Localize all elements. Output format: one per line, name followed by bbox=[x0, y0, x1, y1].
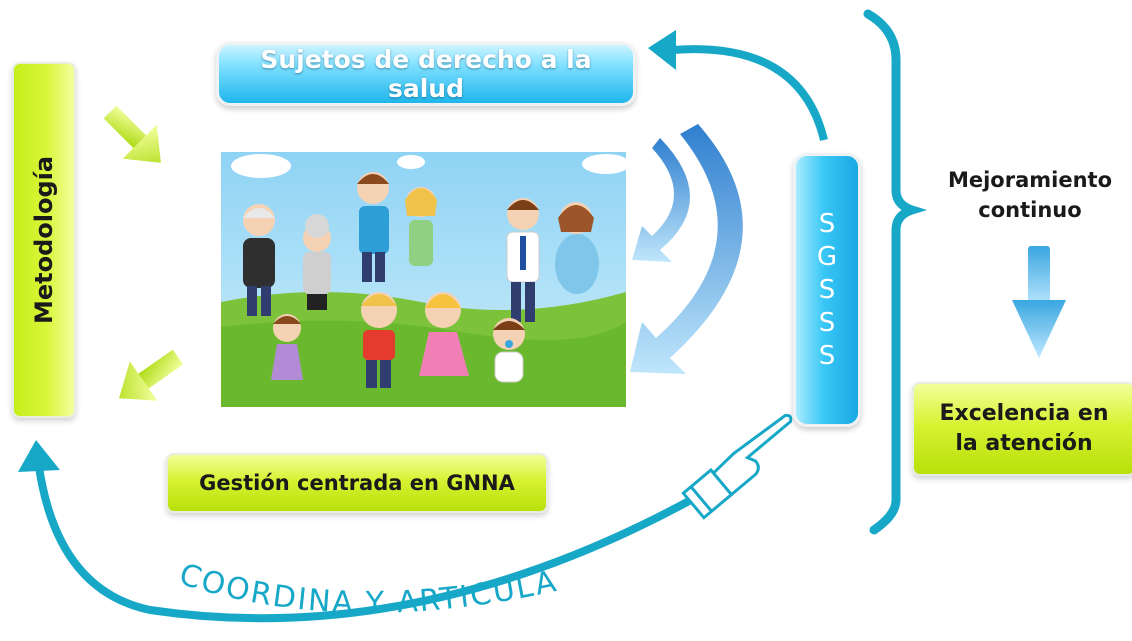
sujetos-label: Sujetos de derecho a la salud bbox=[260, 45, 592, 103]
curved-arrow-bottom bbox=[34, 459, 702, 623]
sgsss-letter: S bbox=[818, 274, 836, 305]
person-man-blue bbox=[357, 172, 389, 282]
coordina-label: COORDINA Y ARTICULA bbox=[175, 557, 561, 621]
metodologia-label: Metodología bbox=[30, 155, 59, 325]
mejoramiento-line1: Mejoramiento bbox=[947, 168, 1113, 192]
person-girl-purple bbox=[271, 314, 303, 380]
mejoramiento-label: Mejoramiento continuo bbox=[930, 165, 1130, 225]
person-boy-red bbox=[361, 292, 397, 388]
sgsss-letter: S bbox=[818, 307, 836, 338]
green-arrow-top bbox=[103, 105, 161, 163]
mejoramiento-line2: continuo bbox=[978, 198, 1082, 222]
person-grandmother bbox=[303, 214, 331, 310]
curved-arrow-top bbox=[671, 45, 828, 141]
sujetos-box: Sujetos de derecho a la salud bbox=[216, 42, 636, 106]
person-doctor bbox=[506, 198, 540, 322]
excelencia-line2: la atención bbox=[955, 431, 1093, 456]
green-arrow-bottom bbox=[119, 349, 184, 401]
sgsss-letter: S bbox=[818, 208, 836, 239]
family-illustration bbox=[221, 152, 626, 407]
person-pregnant-woman bbox=[555, 202, 599, 294]
excelencia-line1: Excelencia en bbox=[939, 401, 1109, 426]
sgsss-letter: G bbox=[816, 241, 838, 272]
down-arrow-icon bbox=[1012, 246, 1066, 358]
blue-sweep-arrow-2 bbox=[630, 124, 743, 374]
blue-sweep-arrow-1 bbox=[632, 138, 690, 262]
person-girl-pink bbox=[419, 292, 469, 376]
person-woman-green bbox=[405, 187, 437, 266]
person-grandfather bbox=[243, 204, 275, 316]
sgsss-box: S G S S S bbox=[793, 153, 861, 427]
gestion-label: Gestión centrada en GNNA bbox=[199, 471, 515, 495]
bracket-icon bbox=[863, 9, 928, 535]
coordina-text: COORDINA Y ARTICULA bbox=[175, 557, 559, 621]
excelencia-box: Excelencia en la atención bbox=[912, 382, 1132, 476]
metodologia-box: Metodología bbox=[12, 62, 76, 418]
pointing-hand-icon bbox=[681, 413, 793, 520]
gestion-box: Gestión centrada en GNNA bbox=[166, 453, 548, 513]
person-baby bbox=[493, 318, 525, 383]
sgsss-letter: S bbox=[818, 340, 836, 371]
